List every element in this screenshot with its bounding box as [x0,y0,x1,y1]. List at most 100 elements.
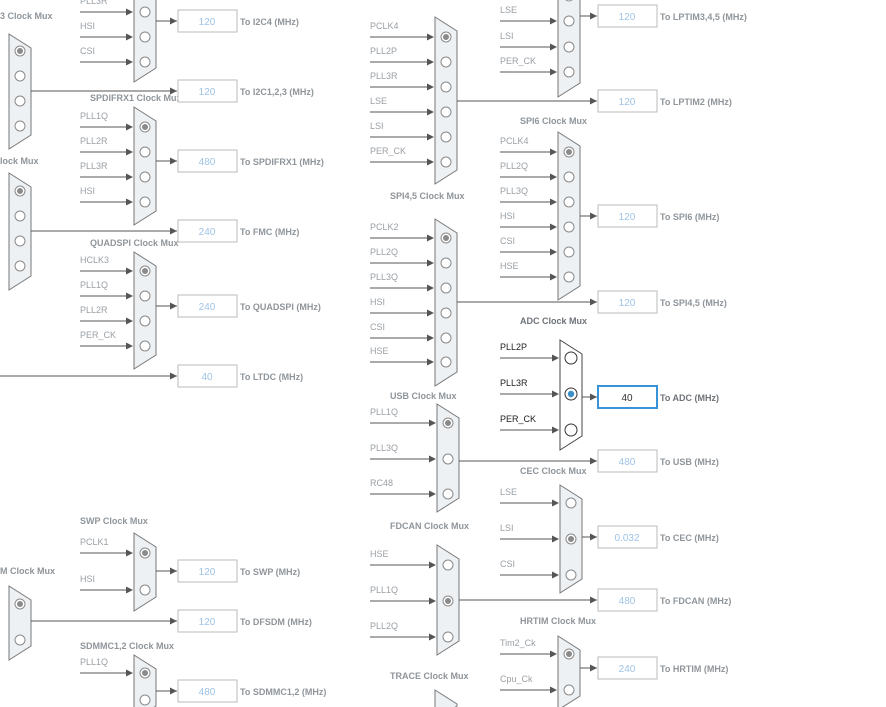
mux-title: lock Mux [0,156,39,166]
frequency-value: 120 [619,97,636,108]
mux-radio[interactable] [563,246,575,258]
input-label: Tim2_Ck [500,638,536,648]
mux-radio[interactable] [563,684,575,696]
mux-radio-selected [142,670,148,676]
mux-radio[interactable] [139,196,151,208]
mux-radio[interactable] [139,340,151,352]
input-label: CSI [80,46,95,56]
mux-radio[interactable] [139,584,151,596]
input-label: LSI [500,31,514,41]
frequency-output-box [597,89,658,113]
mux-radio[interactable] [563,271,575,283]
mux-radio[interactable] [440,332,452,344]
mux-radio[interactable] [14,260,26,272]
arrow-head [126,123,133,131]
input-label: PCLK1 [80,537,109,547]
input-label: PLL2R [80,136,108,146]
output-label: To CEC (MHz) [660,533,719,543]
arrow-head [126,173,133,181]
mux-radio[interactable] [565,497,577,509]
arrow-head [170,617,177,625]
input-label: PLL2P [370,46,397,56]
mux-radio[interactable] [139,171,151,183]
arrow-head [550,273,557,281]
mux-radio[interactable] [139,290,151,302]
mux-radio[interactable] [440,282,452,294]
mux-body [434,689,458,707]
mux-radio[interactable] [440,81,452,93]
mux-radio[interactable] [565,569,577,581]
mux-radio[interactable] [440,307,452,319]
mux-radio[interactable] [442,453,454,465]
mux-radio[interactable] [440,356,452,368]
mux-radio[interactable] [564,351,578,365]
mux-body [133,106,157,226]
frequency-value: 240 [619,664,636,675]
mux-radio-selected [566,651,572,657]
mux-radio[interactable] [14,120,26,132]
mux-radio[interactable] [14,235,26,247]
output-label: To LPTIM3,4,5 (MHz) [660,12,747,22]
mux-radio[interactable] [139,56,151,68]
mux-radio[interactable] [139,315,151,327]
mux-radio[interactable] [14,95,26,107]
mux-radio[interactable] [563,171,575,183]
mux-body [8,172,32,291]
arrow-head [590,596,597,604]
arrow-head [550,43,557,51]
mux-radio[interactable] [564,0,574,2]
mux-radio[interactable] [563,41,575,53]
mux-radio[interactable] [442,559,454,571]
mux-radio[interactable] [440,257,452,269]
mux-radio[interactable] [563,196,575,208]
mux-radio[interactable] [139,146,151,158]
arrow-head [170,227,177,235]
mux-radio[interactable] [139,694,151,706]
mux-radio-selected [142,268,148,274]
frequency-output-box [597,290,658,314]
arrow-head [590,393,597,401]
mux-radio[interactable] [440,106,452,118]
arrow-head [126,58,133,66]
clock-mux-m11 [500,131,658,301]
frequency-output-box [177,559,238,583]
arrow-head [552,426,559,434]
mux-radio[interactable] [440,131,452,143]
frequency-value: 40 [621,393,633,404]
mux-radio[interactable] [442,631,454,643]
mux-radio[interactable] [440,156,452,168]
arrow-head [170,372,177,380]
input-label: PLL2R [80,305,108,315]
arrow-head [590,298,597,306]
input-label: HSI [500,211,515,221]
input-label: PLL3R [80,0,108,6]
mux-radio[interactable] [14,70,26,82]
arrow-head [170,567,177,575]
mux-radio[interactable] [14,210,26,222]
mux-radio[interactable] [442,488,454,500]
input-label: PLL3Q [370,272,398,282]
input-label: HSE [370,549,389,559]
output-label: To FMC (MHz) [240,227,299,237]
arrow-head [429,419,436,427]
arrow-head [590,12,597,20]
mux-radio[interactable] [564,423,578,437]
input-label: HSE [370,346,389,356]
mux-radio-selected [17,188,23,194]
mux-radio-selected [445,598,451,604]
frequency-value: 120 [199,17,216,28]
mux-radio[interactable] [139,31,151,43]
mux-radio[interactable] [563,15,575,27]
mux-radio[interactable] [440,56,452,68]
mux-radio[interactable] [563,66,575,78]
input-label: LSE [500,487,517,497]
mux-radio[interactable] [563,221,575,233]
arrow-head [590,533,597,541]
frequency-output-box [597,588,658,612]
frequency-value: 480 [199,687,216,698]
arrow-head [427,108,434,116]
mux-radio[interactable] [139,6,151,18]
mux-radio[interactable] [14,634,26,646]
clock-mux-m16 [370,544,658,656]
output-label: To QUADSPI (MHz) [240,302,321,312]
